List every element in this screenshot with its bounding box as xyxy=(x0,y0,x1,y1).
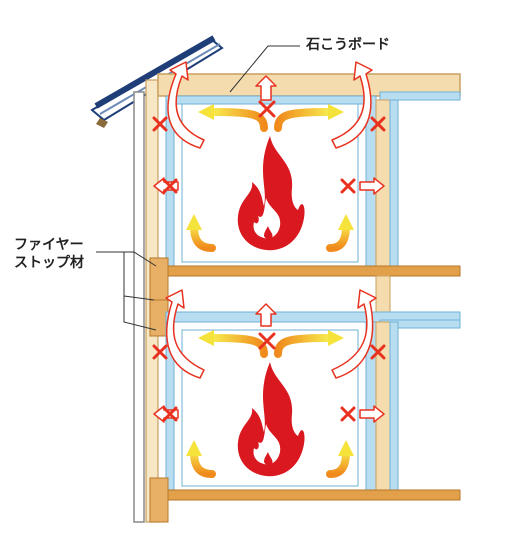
heat-arrows-lower xyxy=(186,330,354,478)
gypsum-board-label: 石こうボード xyxy=(306,37,390,53)
top-beam xyxy=(157,73,461,101)
leader-lines xyxy=(96,45,300,331)
bottom-floor-beam xyxy=(149,477,461,523)
fire-stop-label-line2: ストップ材 xyxy=(14,255,84,271)
fire-stop-label: ファイヤー ストップ材 xyxy=(14,236,84,272)
blocked-arrows xyxy=(153,61,385,423)
fire-stop-label-line1: ファイヤー xyxy=(14,237,84,253)
flame-lower xyxy=(237,362,305,477)
fire-stop-block-lower xyxy=(149,299,169,337)
heat-arrows-upper xyxy=(186,104,354,252)
fire-stop-block-upper xyxy=(149,257,169,303)
flame-upper xyxy=(237,136,305,251)
block-marks xyxy=(152,100,386,422)
middle-floor-beam xyxy=(149,257,461,337)
